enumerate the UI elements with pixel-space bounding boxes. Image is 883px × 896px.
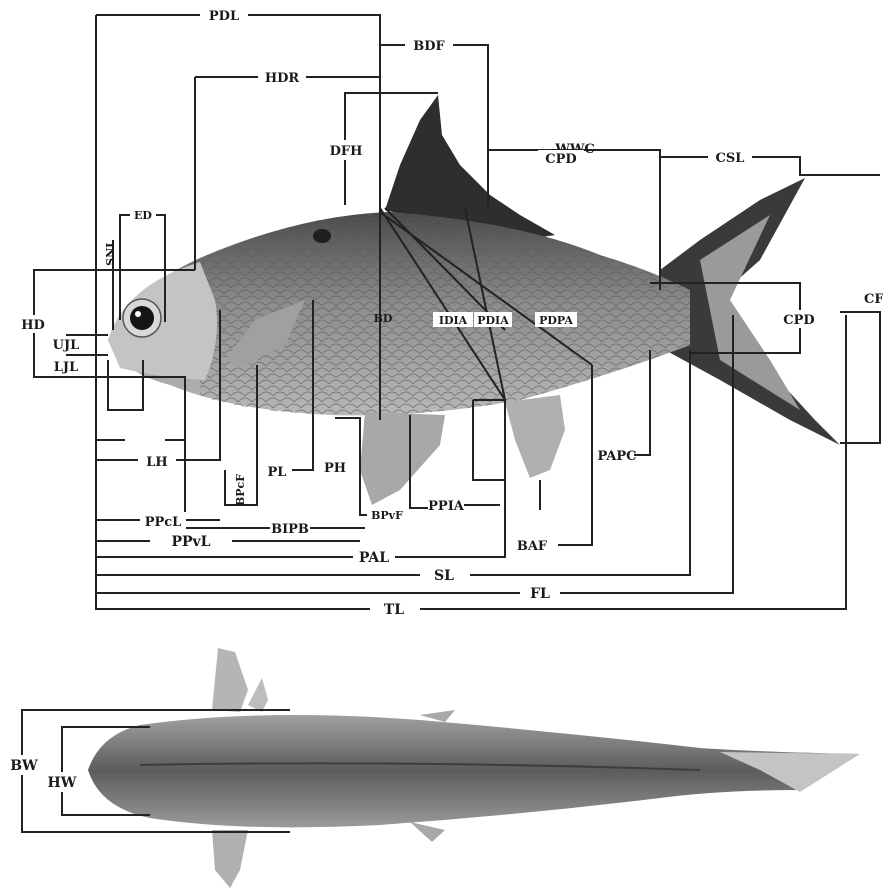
label-ppia: PPIA	[428, 499, 465, 514]
dorsal-fish-illustration	[88, 648, 860, 888]
label-csl: CSL	[716, 151, 745, 166]
label-cpd-top: CPD	[545, 152, 576, 167]
label-pl: PL	[268, 465, 287, 480]
label-sl: SL	[434, 568, 454, 584]
label-ujl: UJL	[53, 338, 80, 353]
label-bw: BW	[10, 758, 38, 774]
label-lh: LH	[146, 455, 167, 470]
label-dfh: DFH	[330, 144, 363, 159]
label-ppcl: PPcL	[145, 515, 182, 530]
label-bpcf: BPcF	[234, 474, 247, 506]
label-pdia: PDIA	[477, 314, 509, 327]
label-hw: HW	[48, 775, 77, 791]
label-pdpa: PDPA	[539, 314, 573, 327]
label-ph: PH	[324, 461, 346, 476]
label-idia: IDIA	[439, 314, 468, 327]
label-ppvl: PPvL	[171, 534, 210, 550]
label-snl: SNL	[104, 240, 117, 266]
label-pdl: PDL	[209, 9, 239, 24]
dorsal-view-lower-pectoral-fin	[212, 830, 248, 888]
anal-fin	[505, 395, 565, 478]
dorsal-view-body	[88, 715, 860, 827]
label-bipb: BIPB	[271, 522, 309, 537]
label-tl: TL	[384, 602, 404, 618]
label-bdf: BDF	[413, 39, 445, 54]
label-cpd: CPD	[783, 313, 814, 328]
label-ed: ED	[134, 209, 152, 222]
label-papc: PAPC	[597, 449, 636, 464]
label-pal: PAL	[359, 550, 389, 566]
label-hd: HD	[21, 318, 45, 333]
label-cf: CF	[864, 292, 883, 307]
dorsal-view-upper-pectoral-fin	[212, 648, 248, 712]
label-fl: FL	[530, 586, 550, 602]
label-baf: BAF	[517, 539, 548, 554]
label-bpvf: BPvF	[371, 509, 403, 522]
pelvic-fin	[360, 412, 445, 505]
label-hdr: HDR	[265, 71, 300, 86]
label-bd: BD	[374, 312, 393, 325]
label-ljl: LJL	[54, 360, 78, 375]
dorsal-labels: BW HW	[6, 755, 80, 792]
